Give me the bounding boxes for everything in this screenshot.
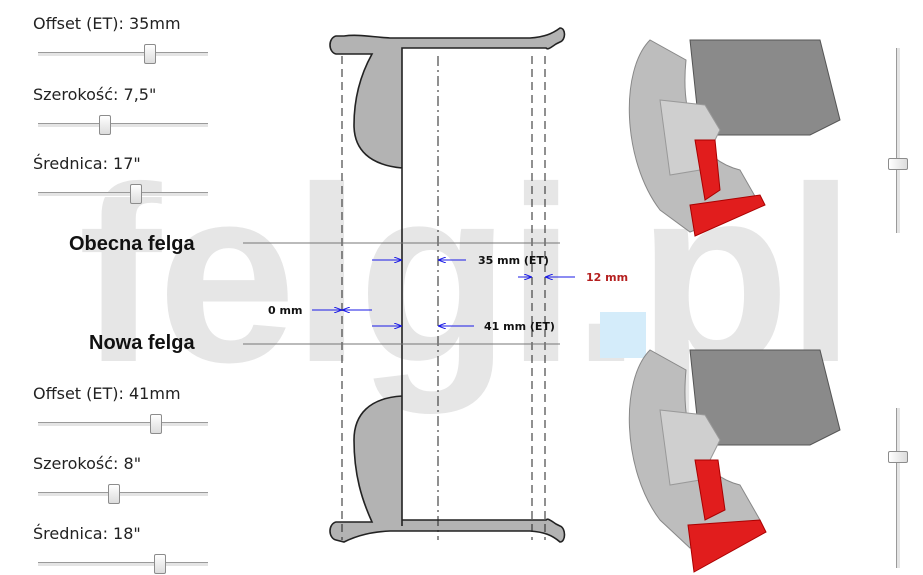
wheel-preview-new bbox=[628, 349, 841, 573]
wheel-preview-current bbox=[628, 39, 841, 237]
new-width-slider[interactable] bbox=[38, 484, 208, 504]
outer-diff-measure: 12 mm bbox=[586, 271, 628, 284]
slider-thumb[interactable] bbox=[143, 44, 156, 64]
slider-thumb[interactable] bbox=[107, 484, 120, 504]
new-rim-label: Nowa felga bbox=[89, 332, 195, 354]
slider-thumb[interactable] bbox=[129, 184, 142, 204]
rim-cross-section bbox=[329, 27, 566, 543]
current-rim-label: Obecna felga bbox=[69, 233, 195, 255]
slider-thumb[interactable] bbox=[888, 157, 908, 170]
new-width-label: Szerokość: 8" bbox=[33, 454, 142, 473]
watermark-accent bbox=[600, 312, 646, 358]
slider-thumb[interactable] bbox=[150, 414, 163, 434]
current-diameter-slider[interactable] bbox=[38, 184, 208, 204]
inner-diff-measure: 0 mm bbox=[268, 304, 302, 317]
slider-thumb[interactable] bbox=[888, 451, 908, 463]
rim-profile bbox=[329, 27, 566, 543]
new-offset-slider[interactable] bbox=[38, 414, 208, 434]
new-diameter-label: Średnica: 18" bbox=[33, 524, 141, 543]
bottom-view-camera-slider[interactable] bbox=[888, 408, 908, 568]
slider-thumb[interactable] bbox=[99, 115, 112, 135]
dimension-arrows bbox=[312, 260, 575, 326]
slider-thumb[interactable] bbox=[153, 554, 166, 574]
current-offset-label: Offset (ET): 35mm bbox=[33, 14, 181, 33]
current-offset-slider[interactable] bbox=[38, 44, 208, 64]
new-et-measure: 41 mm (ET) bbox=[484, 320, 555, 333]
current-et-measure: 35 mm (ET) bbox=[478, 254, 549, 267]
current-width-label: Szerokość: 7,5" bbox=[33, 85, 157, 104]
new-offset-label: Offset (ET): 41mm bbox=[33, 384, 181, 403]
current-diameter-label: Średnica: 17" bbox=[33, 154, 141, 173]
new-diameter-slider[interactable] bbox=[38, 554, 208, 574]
current-width-slider[interactable] bbox=[38, 115, 208, 135]
top-view-camera-slider[interactable] bbox=[888, 48, 908, 233]
